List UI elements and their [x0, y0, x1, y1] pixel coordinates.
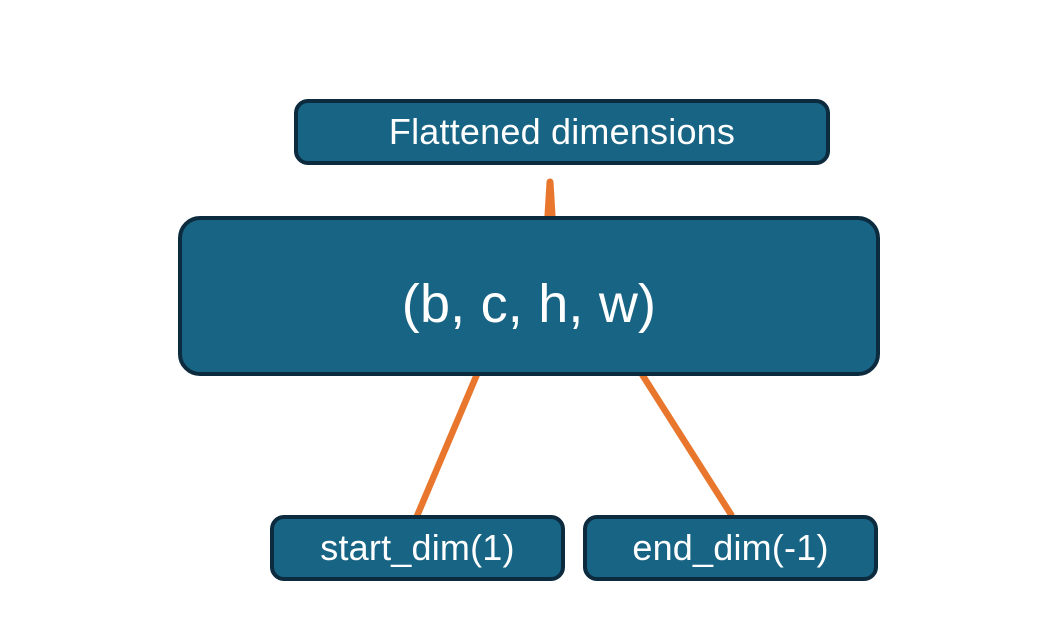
flattened-dimensions-box[interactable]: Flattened dimensions — [294, 99, 830, 165]
end-dim-box[interactable]: end_dim(-1) — [583, 515, 878, 581]
start-dim-label: start_dim(1) — [320, 527, 515, 568]
tensor-shape-box[interactable]: (b, c, h, w) — [178, 216, 880, 376]
flattened-dimensions-label: Flattened dimensions — [388, 111, 736, 152]
end-dim-label: end_dim(-1) — [632, 527, 829, 568]
tensor-shape-label: (b, c, h, w) — [401, 274, 657, 334]
start-dim-box[interactable]: start_dim(1) — [270, 515, 565, 581]
